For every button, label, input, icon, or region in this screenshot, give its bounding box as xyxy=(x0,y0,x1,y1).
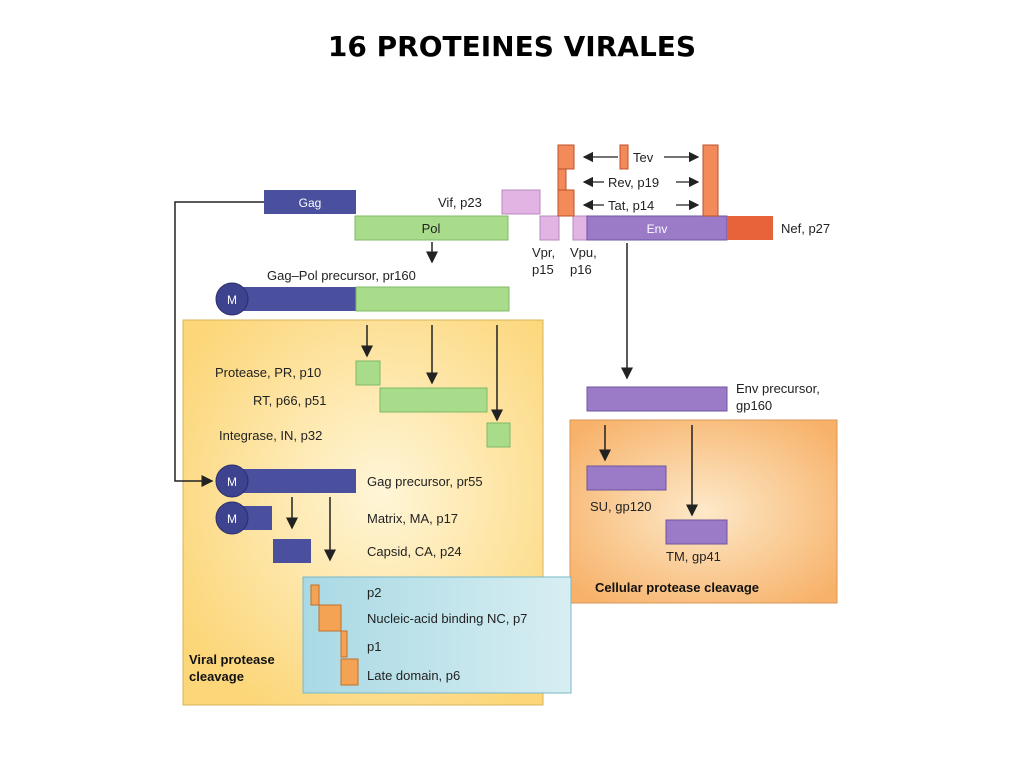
gag-precursor-m-label: M xyxy=(227,475,237,489)
vpr-gene xyxy=(539,215,560,241)
su-bar xyxy=(586,465,667,491)
p2-label: p2 xyxy=(367,585,381,600)
su-label: SU, gp120 xyxy=(590,499,651,514)
p6-bar xyxy=(340,658,359,686)
gag-precursor-label: Gag precursor, pr55 xyxy=(367,474,483,489)
matrix-myristoyl-circle xyxy=(215,501,249,535)
env-precursor-label-line1: Env precursor, xyxy=(736,381,820,396)
gagpol-m-label: M xyxy=(227,293,237,307)
vpu-label-line2: p16 xyxy=(570,262,592,277)
tev-exon xyxy=(619,144,629,170)
matrix-m-label: M xyxy=(227,512,237,526)
env-precursor-label-line2: gp160 xyxy=(736,398,772,413)
gag-gene xyxy=(264,190,356,214)
pol-gene-label: Pol xyxy=(422,221,441,236)
vpu-gene xyxy=(572,215,588,241)
vif-label: Vif, p23 xyxy=(438,195,482,210)
tm-label: TM, gp41 xyxy=(666,549,721,564)
pol-gene xyxy=(354,215,509,241)
viral-caption-line2: cleavage xyxy=(189,669,244,684)
gagpol-myristoyl-circle xyxy=(215,282,249,316)
capsid-bar xyxy=(273,539,311,563)
p2-bar xyxy=(310,584,320,606)
protease-label: Protease, PR, p10 xyxy=(215,365,321,380)
rev-label: Rev, p19 xyxy=(608,175,659,190)
vpu-label-line1: Vpu, xyxy=(570,245,597,260)
cellular-caption: Cellular protease cleavage xyxy=(595,580,759,595)
matrix-label: Matrix, MA, p17 xyxy=(367,511,458,526)
gagpol-pol-part xyxy=(355,286,510,312)
viral-caption-line1: Viral protease xyxy=(189,652,275,667)
nef-label: Nef, p27 xyxy=(781,221,830,236)
env-gene-label: Env xyxy=(647,222,668,236)
vpr-label-line1: Vpr, xyxy=(532,245,555,260)
cellular-protease-panel xyxy=(569,419,838,604)
tm-bar xyxy=(665,519,728,545)
tev-label: Tev xyxy=(633,150,654,165)
nef-gene xyxy=(727,216,773,240)
rt-label: RT, p66, p51 xyxy=(253,393,326,408)
p1-bar xyxy=(340,630,348,658)
gagpol-gag-part xyxy=(232,287,356,311)
gag-precursor-myristoyl-circle xyxy=(215,464,249,498)
vpr-label-line2: p15 xyxy=(532,262,554,277)
integrase-bar xyxy=(486,422,511,448)
env-precursor-bar xyxy=(586,386,728,412)
tat-rev-exon1-bot xyxy=(557,189,575,217)
nc-bar xyxy=(318,604,342,632)
gag-connector-line xyxy=(174,201,264,487)
p6-label: Late domain, p6 xyxy=(367,668,460,683)
tat-label: Tat, p14 xyxy=(608,198,654,213)
gagpol-label: Gag–Pol precursor, pr160 xyxy=(267,268,416,283)
vif-gene xyxy=(501,189,541,215)
integrase-label: Integrase, IN, p32 xyxy=(219,428,322,443)
nc-label: Nucleic-acid binding NC, p7 xyxy=(367,611,527,626)
protease-bar xyxy=(355,360,381,386)
tat-rev-exon1-top xyxy=(557,144,575,170)
gag-gene-label: Gag xyxy=(299,196,322,210)
capsid-label: Capsid, CA, p24 xyxy=(367,544,462,559)
page-title: 16 PROTEINES VIRALES xyxy=(327,30,697,63)
tat-rev-exon2 xyxy=(702,144,719,217)
rt-bar xyxy=(379,387,488,413)
gag-precursor-bar xyxy=(232,469,356,493)
tat-rev-exon1-mid xyxy=(557,168,567,191)
env-gene xyxy=(586,215,728,241)
p1-label: p1 xyxy=(367,639,381,654)
